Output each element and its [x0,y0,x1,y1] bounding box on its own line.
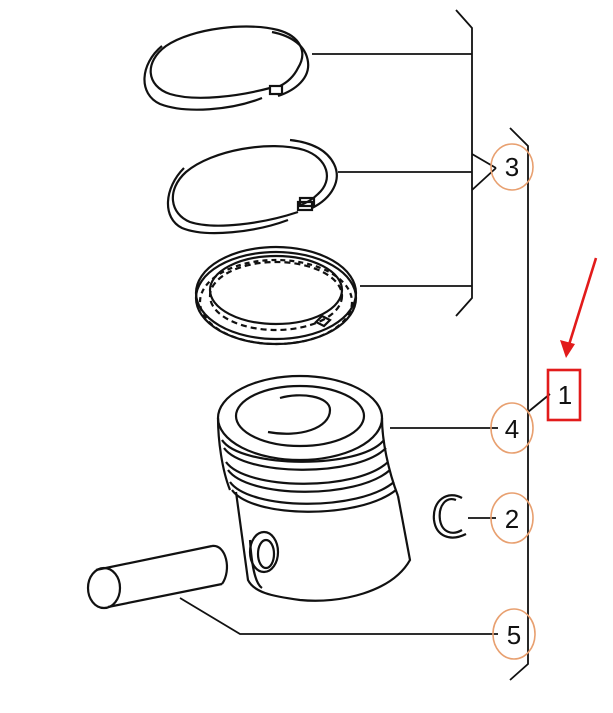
piston-pin [86,544,229,610]
callout-1-highlight-box [546,368,582,422]
callout-4-circle [490,402,534,454]
callout-4-label: 4 [505,414,519,444]
callout-3[interactable]: 3 [490,143,534,191]
callout-1[interactable]: 1 [546,368,582,422]
callout-1-label: 1 [558,380,572,410]
callout-5-circle [492,608,536,660]
compression-ring-second [166,138,338,235]
callout-5-label: 5 [507,620,521,650]
callout-3-circle [490,143,534,191]
callout-3-label: 3 [505,152,519,182]
circlip [432,494,467,539]
compression-ring-top [143,25,310,111]
leader-lines [179,9,551,681]
oil-control-ring [194,245,358,346]
callout-2-circle [490,492,534,544]
callout-2-label: 2 [505,504,519,534]
callout-5[interactable]: 5 [492,608,536,660]
callout-4[interactable]: 4 [490,402,534,454]
callout-2[interactable]: 2 [490,492,534,544]
red-arrow-icon [560,257,598,358]
piston [216,374,412,602]
